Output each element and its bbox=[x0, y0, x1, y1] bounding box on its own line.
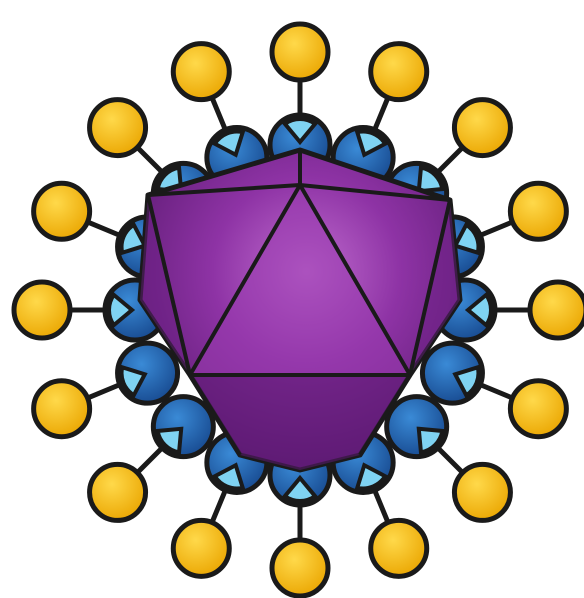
linker-stalk bbox=[212, 490, 225, 522]
linker-stalk bbox=[438, 147, 463, 172]
ligand-circle bbox=[173, 520, 229, 576]
ligand-circle bbox=[454, 464, 510, 520]
linker-stalk bbox=[137, 448, 162, 473]
ligand-circle bbox=[510, 381, 566, 437]
attachment-unit bbox=[90, 397, 214, 521]
linker-stalk bbox=[212, 98, 225, 130]
ligand-circle bbox=[90, 464, 146, 520]
linker-stalk bbox=[88, 222, 120, 235]
attachment-unit bbox=[387, 397, 511, 521]
ligand-circle bbox=[454, 100, 510, 156]
ligand-circle bbox=[371, 520, 427, 576]
linker-stalk bbox=[375, 490, 388, 522]
ligand-circle bbox=[272, 24, 328, 80]
linker-stalk bbox=[88, 385, 120, 398]
ligand-circle bbox=[90, 100, 146, 156]
linker-stalk bbox=[480, 222, 512, 235]
ligand-circle bbox=[530, 282, 584, 338]
ligand-circle bbox=[371, 44, 427, 100]
ligand-circle bbox=[272, 540, 328, 596]
linker-stalk bbox=[480, 385, 512, 398]
ligand-circle bbox=[34, 183, 90, 239]
ligand-circle bbox=[34, 381, 90, 437]
ligand-circle bbox=[510, 183, 566, 239]
ligand-circle bbox=[14, 282, 70, 338]
ligand-circle bbox=[173, 44, 229, 100]
linker-stalk bbox=[137, 147, 162, 172]
linker-stalk bbox=[438, 448, 463, 473]
linker-stalk bbox=[375, 98, 388, 130]
